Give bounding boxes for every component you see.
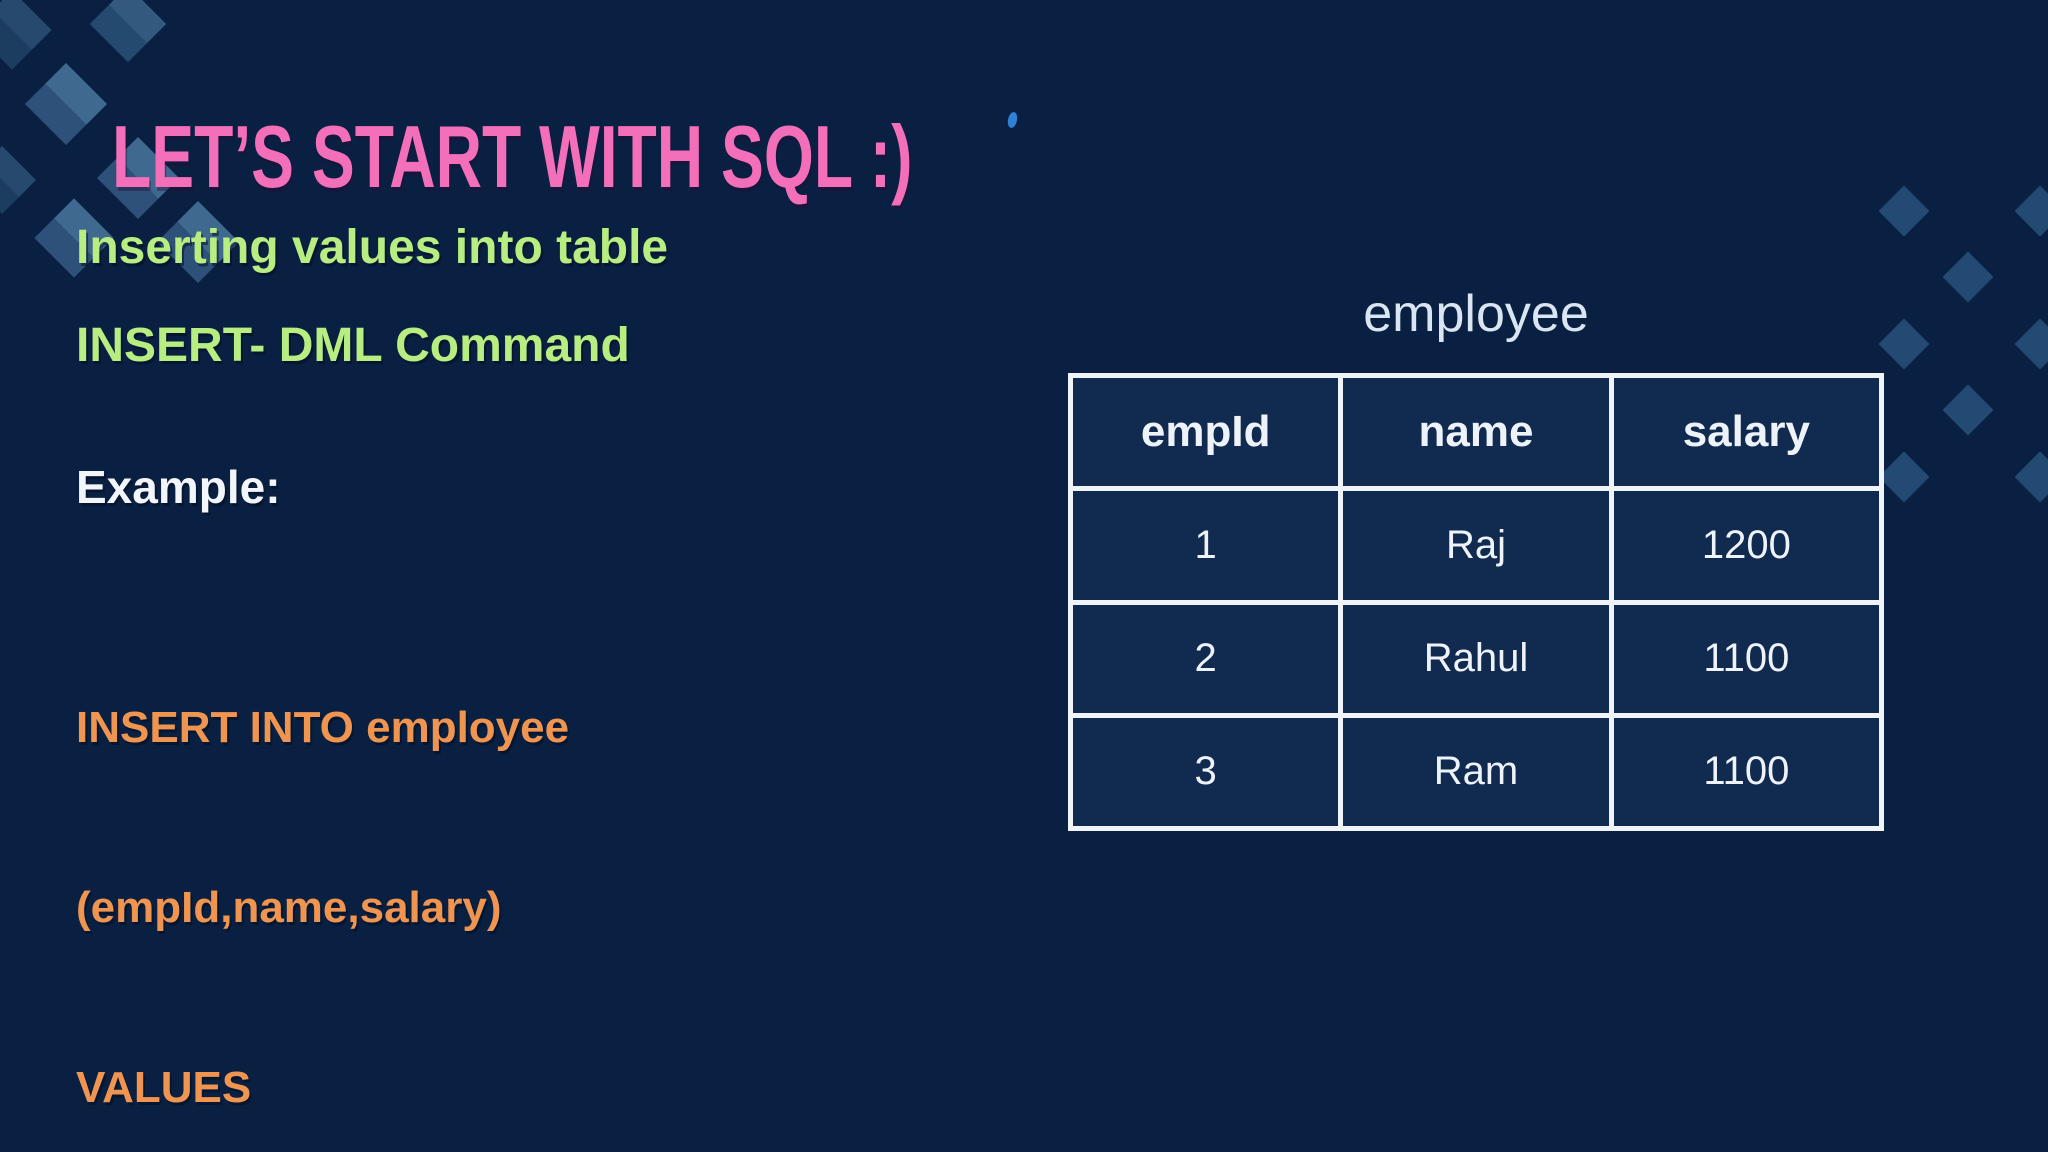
table-cell: 3 bbox=[1073, 717, 1339, 826]
diamond-decoration bbox=[2014, 451, 2048, 503]
diamond-decoration bbox=[1878, 451, 1930, 503]
table-cell: 1100 bbox=[1613, 604, 1879, 713]
sql-code-line: VALUES bbox=[76, 1063, 252, 1112]
diamond-decoration bbox=[2014, 185, 2048, 237]
table-cell: Rahul bbox=[1343, 604, 1609, 713]
table-cell: 1100 bbox=[1613, 717, 1879, 826]
table-cell: 2 bbox=[1073, 604, 1339, 713]
sql-code-line: INSERT INTO employee bbox=[76, 703, 570, 752]
column-header-empid: empId bbox=[1073, 378, 1339, 487]
table-cell: Ram bbox=[1343, 717, 1609, 826]
table-cell: Raj bbox=[1343, 491, 1609, 600]
table-cell: 1 bbox=[1073, 491, 1339, 600]
sql-code-line: (empId,name,salary) bbox=[76, 883, 502, 932]
subtitle-line-2: INSERT- DML Command bbox=[76, 319, 630, 372]
page-title: LET’S START WITH SQL :) bbox=[112, 106, 913, 206]
diamond-decoration bbox=[89, 0, 167, 63]
dot-decoration bbox=[1006, 111, 1019, 129]
employee-table: empId name salary 1 Raj 1200 2 Rahul 110… bbox=[1068, 373, 1884, 831]
table-cell: 1200 bbox=[1613, 491, 1879, 600]
diamond-decoration bbox=[1942, 384, 1994, 436]
column-header-name: name bbox=[1343, 378, 1609, 487]
subtitle-line-1: Inserting values into table bbox=[76, 221, 669, 274]
sql-code-block: INSERT INTO employee (empId,name,salary)… bbox=[76, 578, 569, 1152]
diamond-decoration bbox=[2014, 318, 2048, 370]
diamond-decoration bbox=[24, 62, 108, 146]
table-title: employee bbox=[1363, 285, 1589, 343]
diamond-decoration bbox=[1942, 251, 1994, 303]
diamond-decoration bbox=[0, 146, 36, 214]
column-header-salary: salary bbox=[1613, 378, 1879, 487]
diamond-decoration bbox=[0, 0, 52, 70]
example-label: Example: bbox=[76, 461, 281, 513]
diamond-decoration bbox=[1878, 185, 1930, 237]
diamond-decoration bbox=[1878, 318, 1930, 370]
